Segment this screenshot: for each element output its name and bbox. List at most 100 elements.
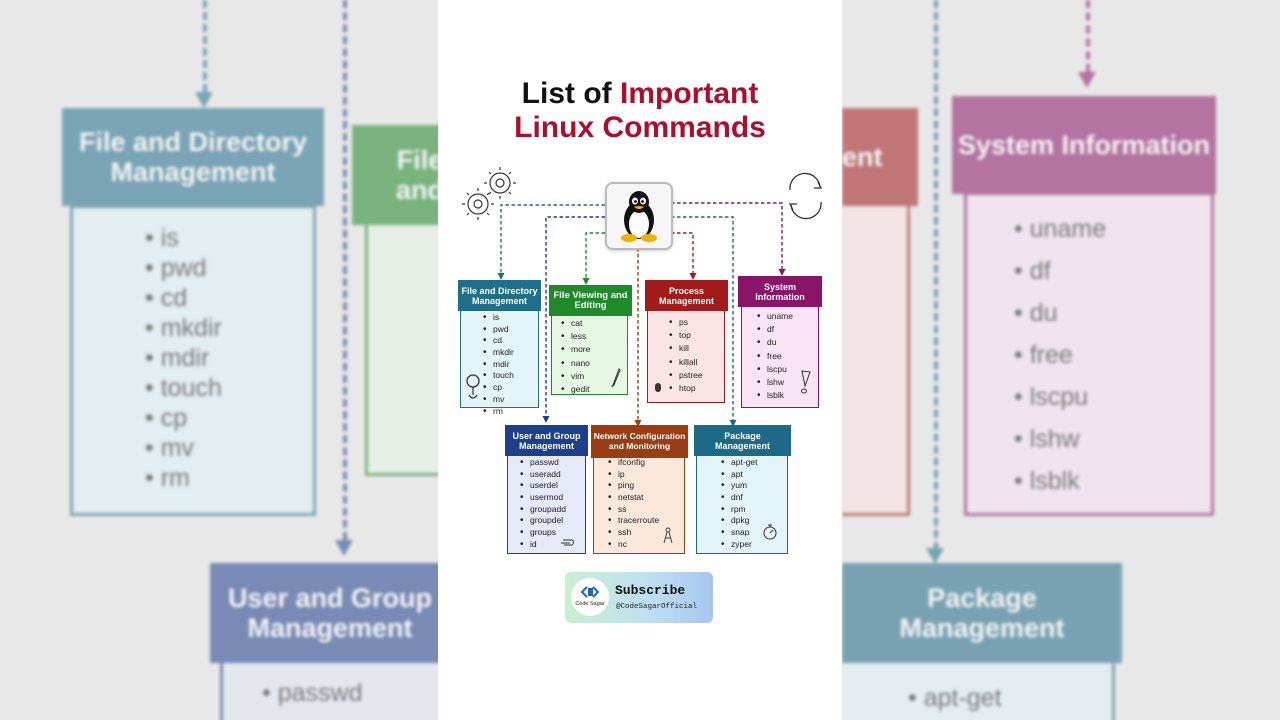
gears-icon bbox=[462, 167, 516, 220]
command-item: groupdel bbox=[520, 515, 566, 527]
category-title: Process Management bbox=[645, 280, 728, 311]
command-item: free bbox=[757, 350, 793, 363]
bg-command: mkdir bbox=[145, 313, 222, 343]
exclamation-icon bbox=[801, 370, 811, 394]
command-item: pstree bbox=[669, 369, 702, 382]
title-line-1: List of Important bbox=[438, 76, 842, 111]
command-item: less bbox=[561, 330, 590, 343]
command-list: apt-get apt yum dnf rpm dpkg snap zyper bbox=[721, 457, 758, 551]
command-list: ps top kill killall pstree htop bbox=[669, 316, 703, 395]
category-title: File and Directory Management bbox=[458, 280, 541, 311]
subscribe-badge[interactable]: Code Sagar Subscribe @CodeSagarOfficial bbox=[565, 572, 713, 623]
hand-icon bbox=[561, 539, 574, 546]
stopwatch-icon bbox=[763, 524, 777, 540]
bg-pkg-commands: apt-get bbox=[908, 683, 1002, 713]
command-item: nano bbox=[561, 357, 590, 370]
bg-command: cd bbox=[145, 283, 222, 313]
category-title: Network Configuration and Monitoring bbox=[591, 425, 688, 458]
command-item: groups bbox=[520, 527, 566, 539]
bg-command: df bbox=[1014, 250, 1106, 292]
connector-user-group bbox=[545, 216, 605, 418]
bg-command: pwd bbox=[145, 253, 222, 283]
command-item: ping bbox=[608, 480, 659, 492]
command-item: nc bbox=[608, 539, 659, 551]
bg-connector bbox=[1086, 0, 1090, 72]
command-item: passwd bbox=[520, 457, 566, 469]
bg-command: lscpu bbox=[1014, 376, 1106, 418]
command-item: lsblk bbox=[757, 389, 793, 402]
bg-arrow bbox=[926, 548, 944, 564]
connector-sysinfo bbox=[671, 202, 783, 271]
pencil-icon bbox=[611, 368, 621, 388]
subscribe-label: Subscribe bbox=[615, 583, 686, 598]
bg-command: apt-get bbox=[908, 683, 1002, 713]
bg-file-dir-title: File and Directory Management bbox=[62, 108, 324, 206]
bg-command: passwd bbox=[262, 678, 363, 708]
command-item: df bbox=[757, 323, 793, 336]
connector-process bbox=[671, 232, 694, 275]
command-list: cat less more nano vim gedit bbox=[561, 317, 591, 396]
command-item: snap bbox=[721, 527, 757, 539]
bg-user-commands: passwd bbox=[262, 678, 363, 708]
background-right: ent System Information uname df du free … bbox=[842, 0, 1280, 720]
refresh-arrows-icon bbox=[788, 172, 823, 220]
command-item: mkdir bbox=[483, 347, 514, 359]
code-brackets-icon bbox=[580, 586, 600, 598]
command-item: cd bbox=[483, 335, 514, 347]
command-list: uname df du free lscpu lshw lsblk bbox=[757, 310, 793, 403]
bg-arrow bbox=[195, 92, 213, 108]
command-item: tracerroute bbox=[608, 515, 659, 527]
bg-file-dir-commands: is pwd cd mkdir mdir touch cp mv rm bbox=[145, 223, 222, 493]
title-red-part: Important bbox=[620, 77, 759, 110]
command-item: yum bbox=[721, 480, 757, 492]
bg-proc-card bbox=[842, 190, 910, 516]
command-item: ip bbox=[608, 469, 659, 481]
bg-command: mdir bbox=[145, 343, 222, 373]
category-body: apt-get apt yum dnf rpm dpkg snap zyper bbox=[696, 452, 788, 554]
command-item: zyper bbox=[721, 539, 757, 551]
command-item: dpkg bbox=[721, 515, 757, 527]
bg-user-title: User and Group Management bbox=[210, 563, 438, 663]
command-item: rm bbox=[483, 406, 514, 418]
bg-file-view-card bbox=[365, 220, 438, 476]
bg-command: lsblk bbox=[1014, 460, 1106, 502]
bg-command: mv bbox=[145, 433, 222, 463]
connector-package bbox=[671, 216, 734, 422]
command-item: htop bbox=[669, 382, 703, 395]
command-item: dnf bbox=[721, 492, 757, 504]
command-diagram: is pwd cd mkdir mdir touch cp mv rm File… bbox=[438, 160, 842, 560]
infographic-panel: List of Important Linux Commands bbox=[438, 0, 842, 720]
bg-command: lshw bbox=[1014, 418, 1106, 460]
command-item: mdir bbox=[483, 359, 514, 371]
category-body: cat less more nano vim gedit bbox=[551, 311, 628, 396]
bg-arrow bbox=[335, 540, 353, 556]
tux-logo-box bbox=[605, 182, 673, 250]
command-item: ss bbox=[608, 504, 659, 516]
channel-logo-text: Code Sagar bbox=[575, 601, 605, 607]
command-item: touch bbox=[483, 370, 514, 382]
command-item: top bbox=[669, 329, 703, 342]
command-item: mv bbox=[483, 394, 514, 406]
category-title: System Information bbox=[738, 276, 822, 307]
command-item: useradd bbox=[520, 469, 566, 481]
bg-command: is bbox=[145, 223, 222, 253]
bg-command: touch bbox=[145, 373, 222, 403]
bg-command: free bbox=[1014, 334, 1106, 376]
command-item: pwd bbox=[483, 324, 514, 336]
bg-connector bbox=[934, 0, 938, 550]
bg-command: uname bbox=[1014, 208, 1106, 250]
command-list: is pwd cd mkdir mdir touch cp mv rm bbox=[483, 312, 514, 418]
command-item: groupadd bbox=[520, 504, 566, 516]
command-list: ifconfig ip ping netstat ss tracerroute … bbox=[608, 457, 659, 551]
bg-sys-commands: uname df du free lscpu lshw lsblk bbox=[1014, 208, 1106, 502]
bg-proc-title: ent bbox=[842, 108, 918, 206]
connector-lines bbox=[462, 167, 823, 427]
command-item: uname bbox=[757, 310, 793, 323]
bg-connector bbox=[343, 0, 347, 540]
command-item: rpm bbox=[721, 504, 757, 516]
bg-command: rm bbox=[145, 463, 222, 493]
compass-icon bbox=[663, 527, 673, 544]
bg-sys-title: System Information bbox=[952, 96, 1216, 194]
command-item: lshw bbox=[757, 376, 793, 389]
category-body: ps top kill killall pstree htop bbox=[647, 306, 725, 403]
